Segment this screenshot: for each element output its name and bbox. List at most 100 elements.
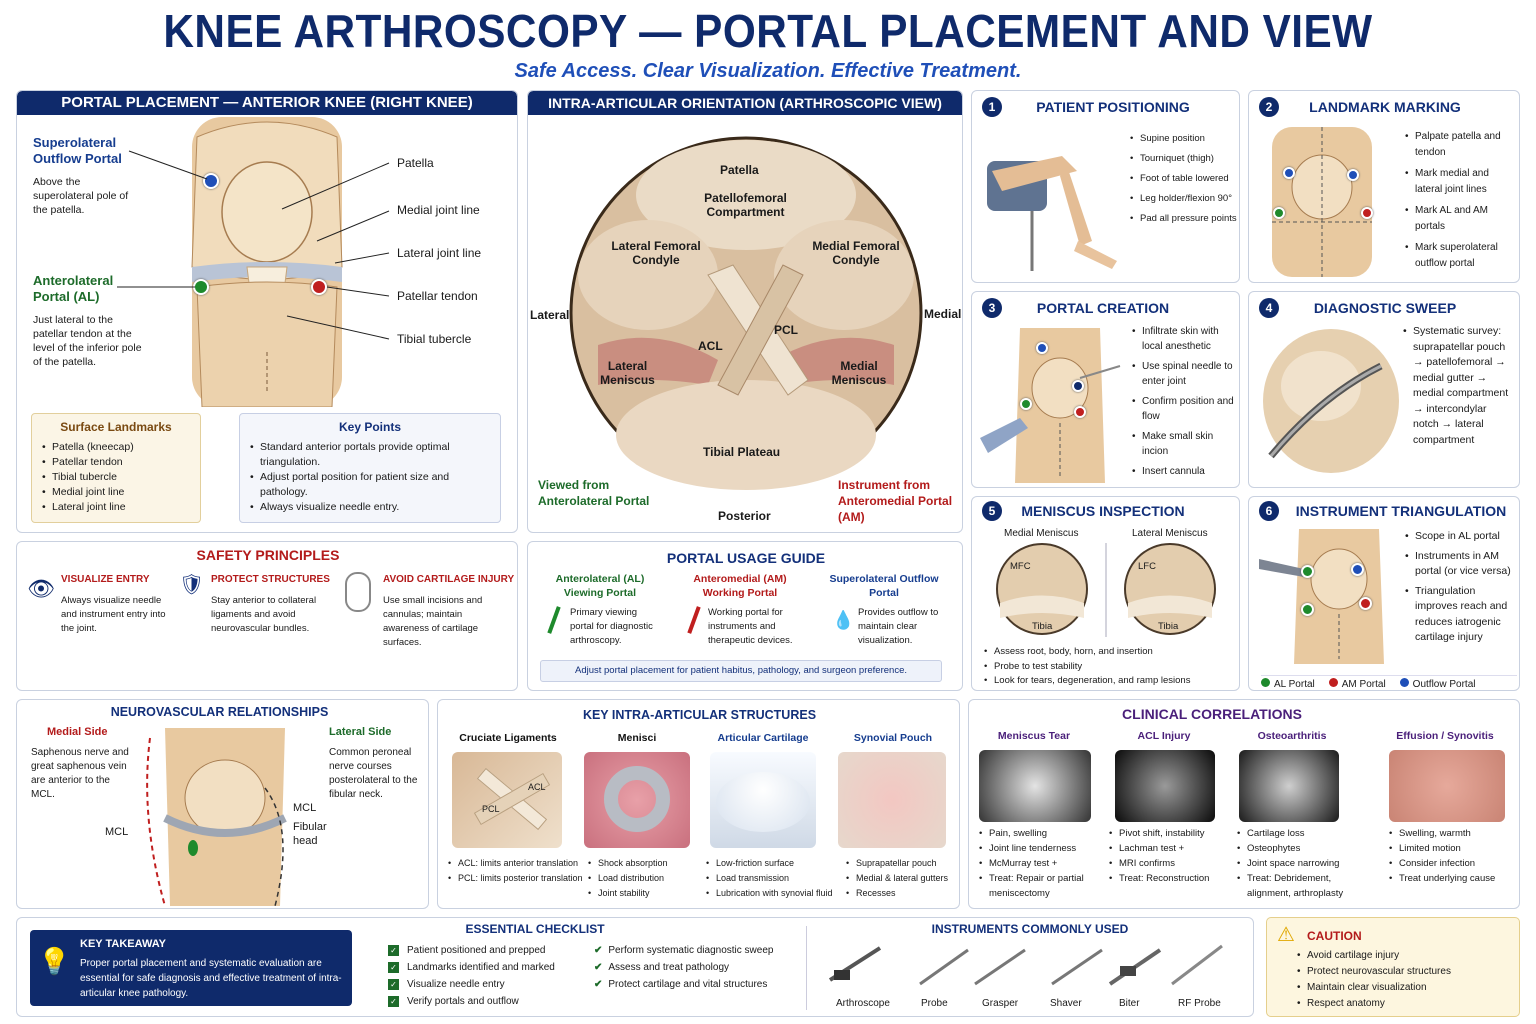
- lightbulb-icon: 💡: [38, 946, 71, 976]
- step-6-al-marker: [1301, 565, 1314, 578]
- clinical-title: CLINICAL CORRELATIONS: [1122, 706, 1302, 722]
- view-viewed-from: Viewed from Anterolateral Portal: [538, 478, 650, 508]
- step-1-number: 1: [982, 97, 1002, 117]
- page-title: KNEE ARTHROSCOPY — PORTAL PLACEMENT AND …: [163, 5, 1373, 57]
- view-label-medial: Medial: [924, 307, 962, 321]
- structures-col-3-title: Articular Cartilage: [717, 732, 809, 744]
- neurovascular-panel: NEUROVASCULAR RELATIONSHIPS Medial Side …: [16, 699, 429, 909]
- caution-list: Avoid cartilage injury Protect neurovasc…: [1297, 948, 1451, 1012]
- usage-1-title: Anterolateral (AL) Viewing Portal: [555, 573, 645, 599]
- key-takeaway-box: 💡 KEY TAKEAWAY Proper portal placement a…: [30, 930, 352, 1006]
- view-label-pcl: PCL: [774, 323, 798, 337]
- safety-panel: SAFETY PRINCIPLES 👁 VISUALIZE ENTRY Alwa…: [16, 541, 518, 691]
- step-6-list: Scope in AL portal Instruments in AM por…: [1405, 529, 1517, 646]
- warning-icon: ⚠: [1277, 924, 1295, 946]
- page-subtitle: Safe Access. Clear Visualization. Effect…: [514, 60, 1022, 82]
- step-5-medial-label: Medial Meniscus: [1004, 528, 1079, 539]
- view-label-tibial-plateau: Tibial Plateau: [703, 445, 781, 459]
- slo-title: Superolateral Outflow Portal: [33, 135, 122, 166]
- eye-icon: 👁: [27, 576, 55, 601]
- legend-outflow: Outflow Portal: [1412, 679, 1476, 690]
- cruciate-image: ACL PCL: [452, 752, 562, 848]
- step-2-am2-marker: [1361, 207, 1373, 219]
- am-instrument-icon: [687, 606, 701, 634]
- clinical-col-3-list: Cartilage loss Osteophytes Joint space n…: [1237, 826, 1365, 901]
- structures-col-4-list: Suprapatellar pouch Medial & lateral gut…: [846, 856, 948, 901]
- step-3-number: 3: [982, 298, 1002, 318]
- diagnostic-sweep-illustration: [1263, 329, 1399, 473]
- step-6-legend: AL Portal AM Portal Outflow Portal: [1261, 675, 1517, 690]
- view-panel-title: INTRA-ARTICULAR ORIENTATION (ARTHROSCOPI…: [528, 91, 962, 115]
- safety-3-desc: Use small incisions and cannulas; mainta…: [383, 595, 483, 648]
- acl-mri-image: [1115, 750, 1215, 822]
- label-medial-joint-line: Medial joint line: [397, 203, 480, 217]
- checkmark-icon: ✔: [594, 962, 603, 973]
- triangulation-illustration: [1259, 529, 1384, 664]
- legend-am: AM Portal: [1341, 679, 1386, 690]
- instrument-grasper: Grasper: [982, 998, 1019, 1009]
- view-label-posterior: Posterior: [718, 509, 771, 523]
- step-2-outflow-marker: [1283, 167, 1295, 179]
- neuro-title: NEUROVASCULAR RELATIONSHIPS: [110, 705, 329, 719]
- usage-title: PORTAL USAGE GUIDE: [666, 550, 826, 566]
- step-6-panel: 6 INSTRUMENT TRIANGULATION Scope in AL p…: [1248, 496, 1520, 691]
- checkmark-icon: ✔: [594, 945, 603, 956]
- instruments-illustration: [828, 944, 1223, 986]
- al-scope-icon: [547, 606, 561, 634]
- neuro-lateral-desc: Common peroneal nerve courses posterolat…: [329, 747, 418, 800]
- surface-landmarks-title: Surface Landmarks: [60, 420, 172, 434]
- safety-1-title: VISUALIZE ENTRY: [61, 574, 150, 585]
- neuro-medial-desc: Saphenous nerve and great saphenous vein…: [31, 747, 129, 800]
- step-1-panel: 1 PATIENT POSITIONING Supine position To…: [971, 90, 1240, 283]
- cruciate-pcl-label: PCL: [482, 804, 500, 814]
- step-5-lfc: LFC: [1138, 561, 1156, 572]
- shield-icon: 🛡: [179, 574, 205, 596]
- clinical-col-3-title: Osteoarthritis: [1257, 730, 1327, 742]
- safety-2-desc: Stay anterior to collateral ligaments an…: [211, 595, 317, 634]
- arthroscopic-circle-illustration: [569, 136, 923, 490]
- step-3-panel: 3 PORTAL CREATION Infiltrate skin with l…: [971, 291, 1240, 488]
- neuro-mcl-right: MCL: [293, 802, 317, 814]
- step-6-al2-marker: [1301, 603, 1314, 616]
- step-5-list: Assess root, body, horn, and insertion P…: [984, 645, 1190, 689]
- clinical-col-2-list: Pivot shift, instability Lachman test + …: [1109, 826, 1229, 886]
- caution-box: ⚠ CAUTION Avoid cartilage injury Protect…: [1266, 917, 1520, 1017]
- structures-col-2-title: Menisci: [617, 732, 657, 744]
- instruments-title: INSTRUMENTS COMMONLY USED: [931, 922, 1129, 936]
- step-4-title: DIAGNOSTIC SWEEP: [1313, 300, 1457, 316]
- label-patella: Patella: [397, 156, 434, 170]
- checklist-title: ESSENTIAL CHECKLIST: [465, 922, 605, 936]
- instrument-probe: Probe: [921, 998, 948, 1009]
- usage-panel: PORTAL USAGE GUIDE Anterolateral (AL) Vi…: [527, 541, 963, 691]
- step-3-red-marker: [1074, 406, 1086, 418]
- neuro-mcl-left: MCL: [105, 826, 129, 838]
- step-6-am-marker: [1359, 597, 1372, 610]
- step-2-al-marker: [1273, 207, 1285, 219]
- instrument-rf-probe: RF Probe: [1178, 998, 1221, 1009]
- arthroscopic-view-panel: INTRA-ARTICULAR ORIENTATION (ARTHROSCOPI…: [527, 90, 963, 533]
- clinical-panel: CLINICAL CORRELATIONS Meniscus Tear ACL …: [968, 699, 1520, 909]
- check-icon: ✓: [388, 945, 399, 956]
- legend-al: AL Portal: [1274, 679, 1315, 690]
- instrument-shaver: Shaver: [1050, 998, 1082, 1009]
- surface-landmarks-box: Surface Landmarks Patella (kneecap) Pate…: [31, 413, 201, 523]
- structures-col-1-title: Cruciate Ligaments: [459, 732, 557, 744]
- oa-xray-image: [1239, 750, 1339, 822]
- usage-note: Adjust portal placement for patient habi…: [540, 660, 942, 682]
- surface-landmarks-list: Patella (kneecap) Patellar tendon Tibial…: [42, 440, 190, 515]
- structures-panel: KEY INTRA-ARTICULAR STRUCTURES Cruciate …: [437, 699, 960, 909]
- clinical-col-1-title: Meniscus Tear: [997, 730, 1071, 742]
- view-label-acl: ACL: [698, 339, 723, 353]
- usage-1-desc: Primary viewing portal for diagnostic ar…: [570, 607, 653, 646]
- step-5-lateral-label: Lateral Meniscus: [1132, 528, 1208, 539]
- clinical-col-2-title: ACL Injury: [1137, 730, 1191, 742]
- caution-title: CAUTION: [1307, 929, 1362, 943]
- view-instrument-from: Instrument from Anteromedial Portal (AM): [838, 478, 953, 524]
- outflow-portal-marker: [203, 173, 219, 189]
- structures-col-2-list: Shock absorption Load distribution Joint…: [588, 856, 668, 901]
- step-3-outflow-marker: [1036, 342, 1048, 354]
- neuro-lateral-title: Lateral Side: [329, 726, 392, 738]
- step-6-number: 6: [1259, 501, 1279, 521]
- checklist-right: ✔Perform systematic diagnostic sweep ✔As…: [594, 945, 774, 990]
- neuro-fibular-head: Fibular head: [293, 821, 327, 847]
